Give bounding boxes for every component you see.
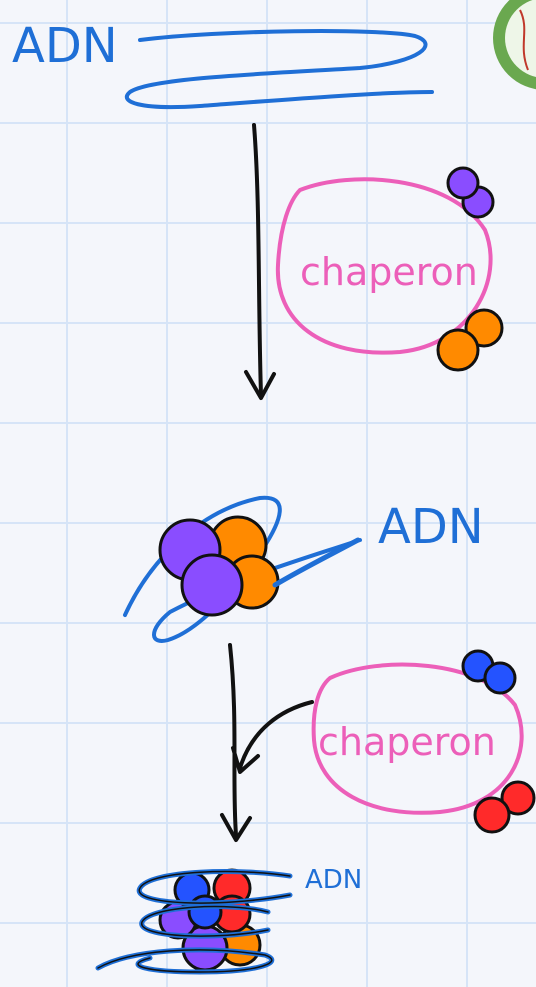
arrow-down-1: [244, 123, 276, 400]
chaperone-circle-2: [311, 662, 524, 815]
histone-dimer-blue: [461, 649, 517, 695]
histone-dimer-orange: [436, 308, 504, 372]
chaperone-label-2: chaperon: [318, 720, 496, 764]
dna-strand-middle-tail: [272, 537, 361, 588]
logo-badge-icon: [493, 0, 536, 90]
dna-strand-top: [124, 29, 434, 110]
arrow-down-2: [220, 643, 252, 842]
arrow-curved-chaperone-2: [231, 700, 314, 774]
chaperone-circle-1: [275, 177, 493, 355]
dna-label-bottom: ADN: [305, 865, 362, 895]
histone-tetramer: [158, 515, 280, 617]
histone-dimer-purple: [446, 166, 495, 219]
chaperone-label-1: chaperon: [300, 250, 478, 294]
dna-label-middle: ADN: [378, 499, 484, 555]
histone-dimer-red: [473, 780, 536, 834]
nucleosome: [95, 868, 293, 975]
dna-label-top: ADN: [12, 18, 118, 74]
